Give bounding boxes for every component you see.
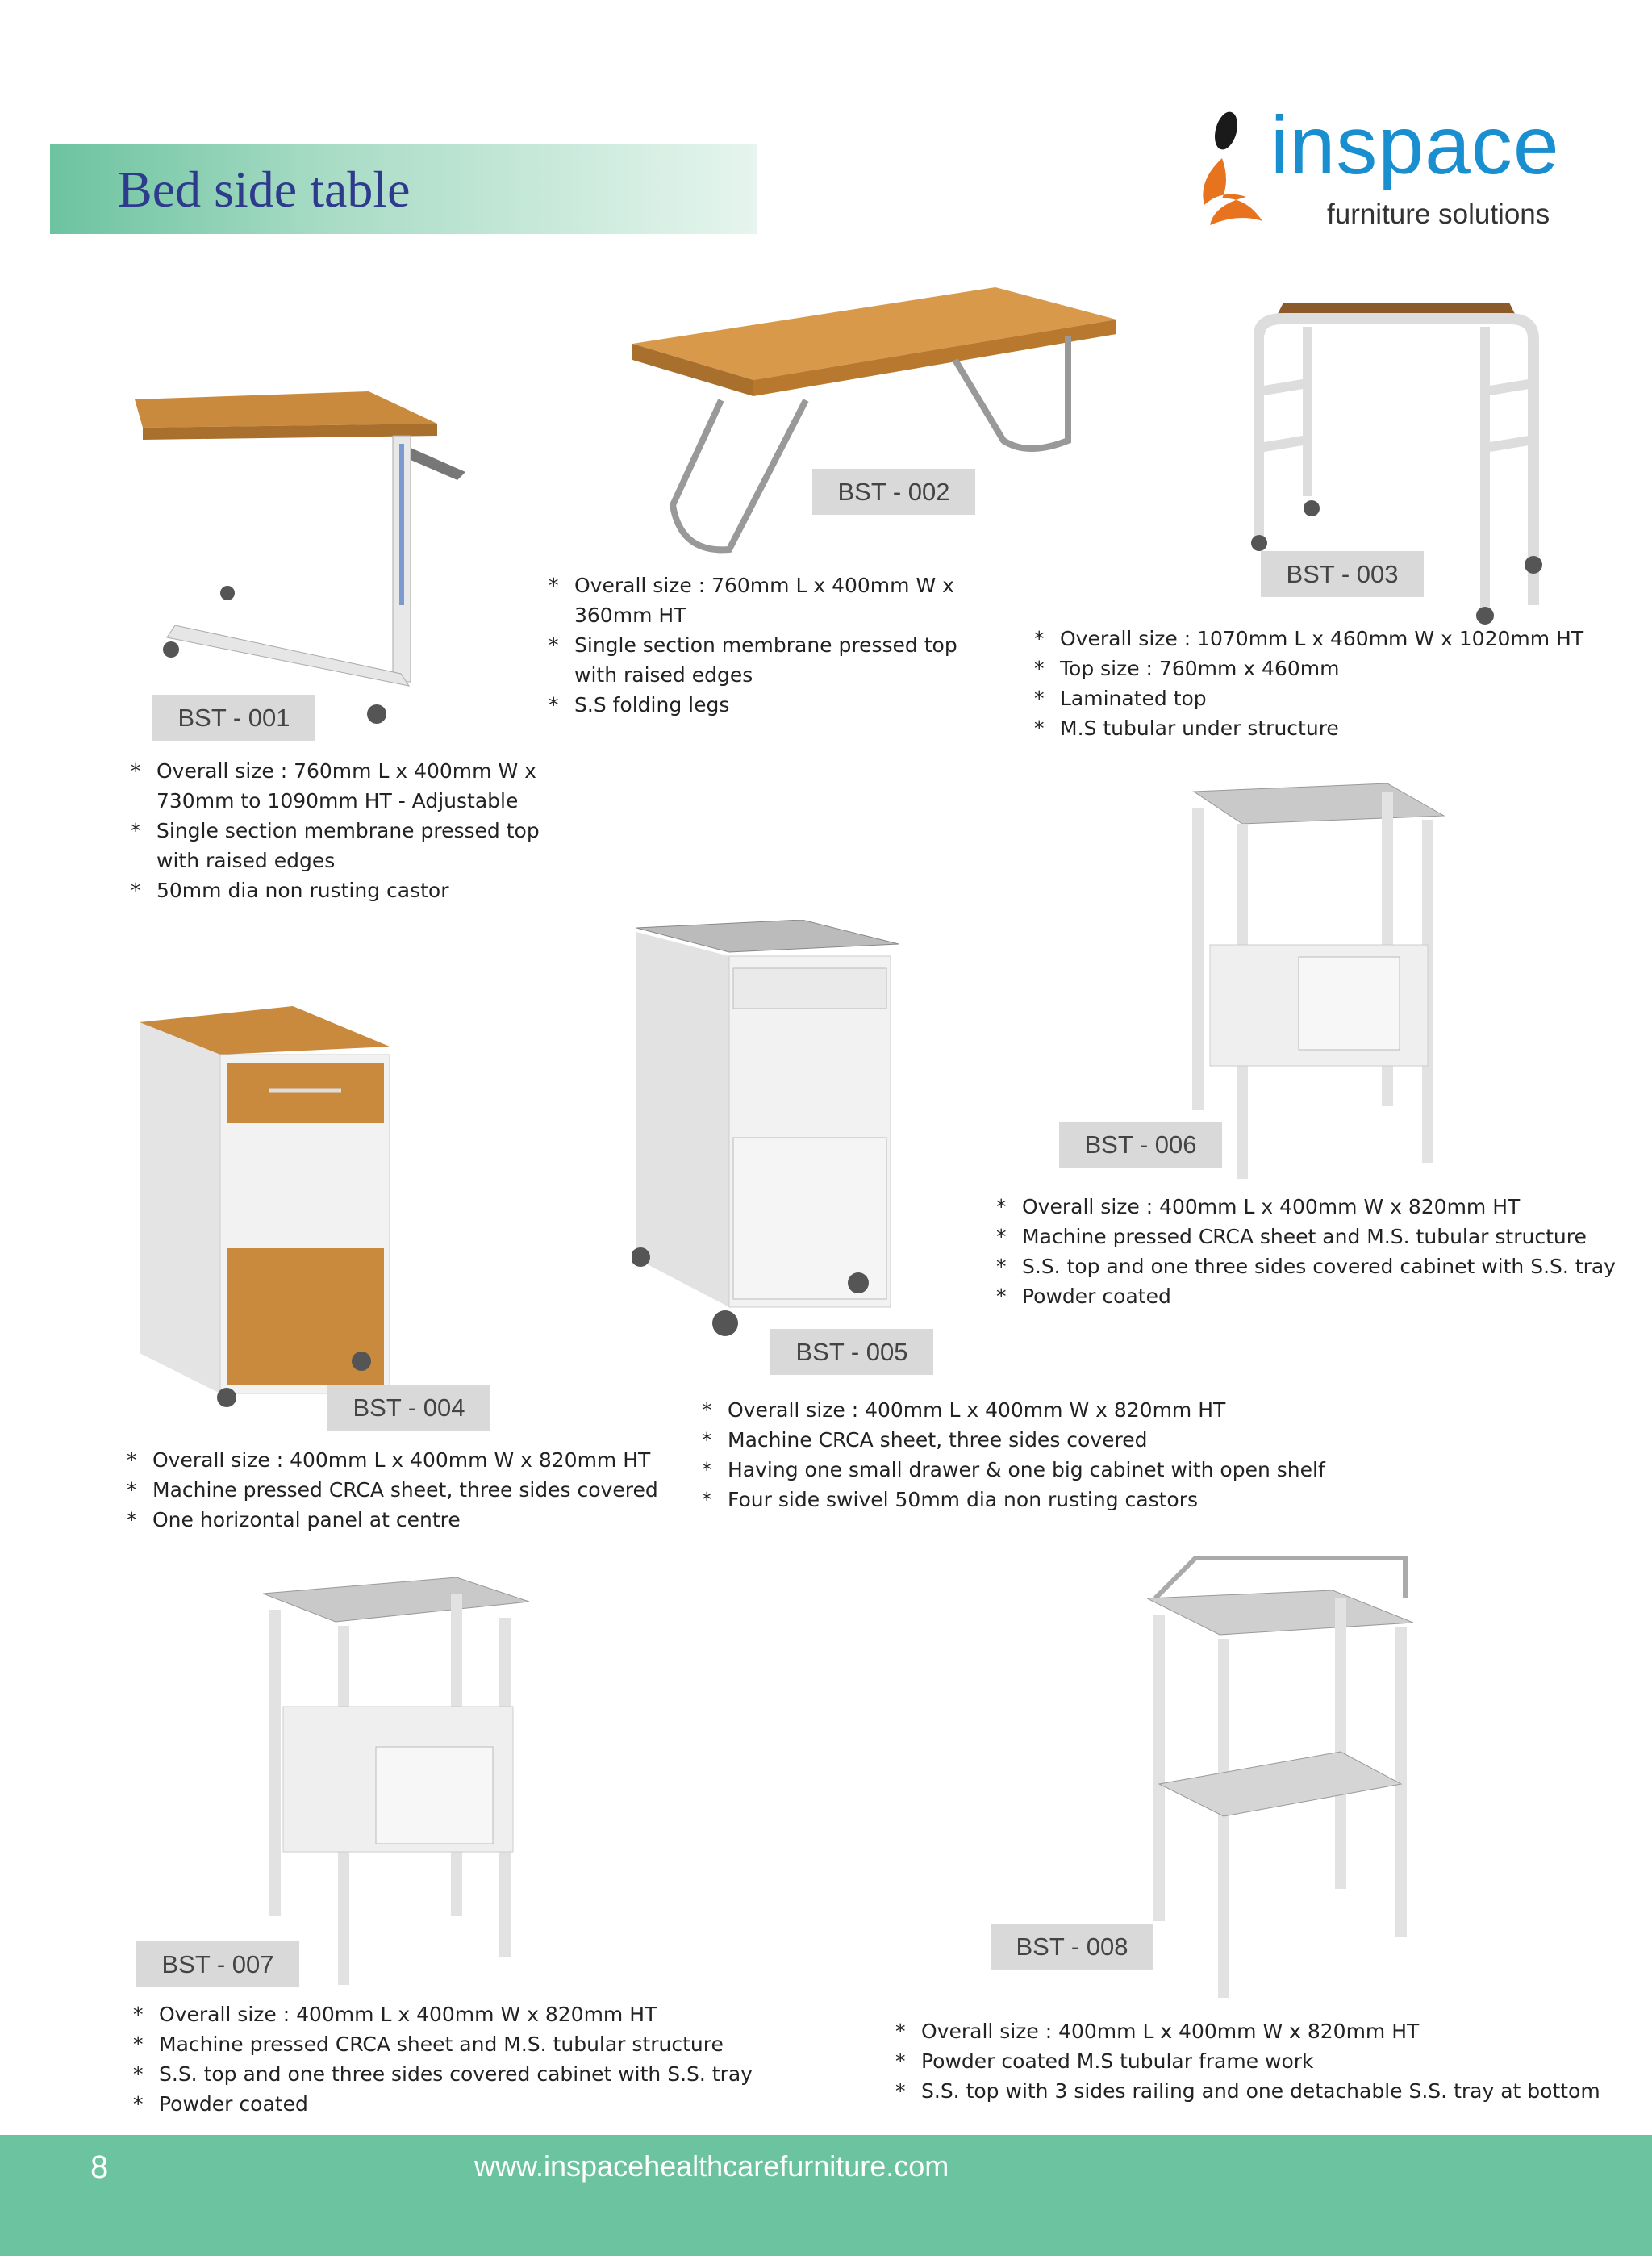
spec-item: S.S. top and one three sides covered cab… bbox=[133, 2059, 795, 2089]
spec-item: Overall size : 400mm L x 400mm W x 820mm… bbox=[127, 1445, 691, 1475]
logo-tagline: furniture solutions bbox=[1327, 198, 1550, 230]
spec-item: Top size : 760mm x 460mm bbox=[1034, 654, 1615, 683]
spec-list-bst-008: Overall size : 400mm L x 400mm W x 820mm… bbox=[895, 2016, 1646, 2106]
spec-item: Overall size : 760mm L x 400mm W x 360mm… bbox=[549, 570, 960, 630]
spec-item: S.S. top and one three sides covered cab… bbox=[996, 1251, 1642, 1281]
spec-list-bst-005: Overall size : 400mm L x 400mm W x 820mm… bbox=[702, 1395, 1428, 1514]
spec-item: Overall size : 400mm L x 400mm W x 820mm… bbox=[702, 1395, 1428, 1425]
product-code-bst-008: BST - 008 bbox=[991, 1924, 1153, 1970]
product-code-bst-001: BST - 001 bbox=[152, 695, 315, 741]
spec-item: Single section membrane pressed top with… bbox=[131, 816, 582, 875]
spec-item: 50mm dia non rusting castor bbox=[131, 875, 582, 905]
logo-wordmark: inspace bbox=[1270, 99, 1560, 191]
product-image-bst-008 bbox=[1147, 1556, 1414, 1998]
product-image-bst-002 bbox=[632, 287, 1116, 554]
product-code-bst-007: BST - 007 bbox=[136, 1941, 299, 1987]
page-number: 8 bbox=[90, 2149, 109, 2185]
brand-logo: inspace furniture solutions bbox=[1190, 99, 1577, 233]
spec-item: Overall size : 400mm L x 400mm W x 820mm… bbox=[133, 1999, 795, 2029]
spec-item: Machine pressed CRCA sheet and M.S. tubu… bbox=[996, 1222, 1642, 1251]
title-band bbox=[50, 144, 757, 234]
spec-list-bst-003: Overall size : 1070mm L x 460mm W x 1020… bbox=[1034, 624, 1615, 743]
product-code-bst-005: BST - 005 bbox=[770, 1329, 933, 1375]
website-link[interactable]: www.inspacehealthcarefurniture.com bbox=[474, 2149, 949, 2183]
spec-item: Machine pressed CRCA sheet, three sides … bbox=[127, 1475, 691, 1505]
product-image-bst-006 bbox=[1192, 783, 1446, 1179]
spec-item: Overall size : 1070mm L x 460mm W x 1020… bbox=[1034, 624, 1615, 654]
spec-list-bst-006: Overall size : 400mm L x 400mm W x 820mm… bbox=[996, 1192, 1642, 1311]
product-code-bst-003: BST - 003 bbox=[1261, 551, 1424, 597]
logo-figure-icon bbox=[1203, 111, 1262, 225]
spec-item: Having one small drawer & one big cabine… bbox=[702, 1455, 1428, 1485]
spec-item: Laminated top bbox=[1034, 683, 1615, 713]
spec-item: S.S folding legs bbox=[549, 690, 960, 720]
spec-item: One horizontal panel at centre bbox=[127, 1505, 691, 1535]
product-image-bst-007 bbox=[263, 1577, 530, 1985]
spec-list-bst-007: Overall size : 400mm L x 400mm W x 820mm… bbox=[133, 1999, 795, 2119]
spec-list-bst-001: Overall size : 760mm L x 400mm W x 730mm… bbox=[131, 756, 582, 905]
spec-item: Machine CRCA sheet, three sides covered bbox=[702, 1425, 1428, 1455]
product-image-bst-005 bbox=[632, 920, 899, 1336]
spec-item: M.S tubular under structure bbox=[1034, 713, 1615, 743]
spec-item: Machine pressed CRCA sheet and M.S. tubu… bbox=[133, 2029, 795, 2059]
spec-list-bst-002: Overall size : 760mm L x 400mm W x 360mm… bbox=[549, 570, 960, 720]
spec-item: Powder coated bbox=[133, 2089, 795, 2119]
product-code-bst-002: BST - 002 bbox=[812, 469, 975, 515]
product-code-bst-006: BST - 006 bbox=[1059, 1122, 1222, 1168]
spec-item: Overall size : 400mm L x 400mm W x 820mm… bbox=[895, 2016, 1646, 2046]
spec-list-bst-004: Overall size : 400mm L x 400mm W x 820mm… bbox=[127, 1445, 691, 1535]
spec-item: Overall size : 400mm L x 400mm W x 820mm… bbox=[996, 1192, 1642, 1222]
spec-item: S.S. top with 3 sides railing and one de… bbox=[895, 2076, 1646, 2106]
product-image-bst-003 bbox=[1251, 303, 1542, 625]
page-title: Bed side table bbox=[118, 161, 411, 218]
product-image-bst-001 bbox=[135, 391, 465, 724]
spec-item: Single section membrane pressed top with… bbox=[549, 630, 960, 690]
spec-item: Four side swivel 50mm dia non rusting ca… bbox=[702, 1485, 1428, 1514]
spec-item: Powder coated M.S tubular frame work bbox=[895, 2046, 1646, 2076]
footer-bar: 8 www.inspacehealthcarefurniture.com bbox=[0, 2135, 1652, 2256]
product-code-bst-004: BST - 004 bbox=[327, 1385, 490, 1431]
product-image-bst-004 bbox=[140, 1006, 390, 1407]
spec-item: Powder coated bbox=[996, 1281, 1642, 1311]
spec-item: Overall size : 760mm L x 400mm W x 730mm… bbox=[131, 756, 582, 816]
